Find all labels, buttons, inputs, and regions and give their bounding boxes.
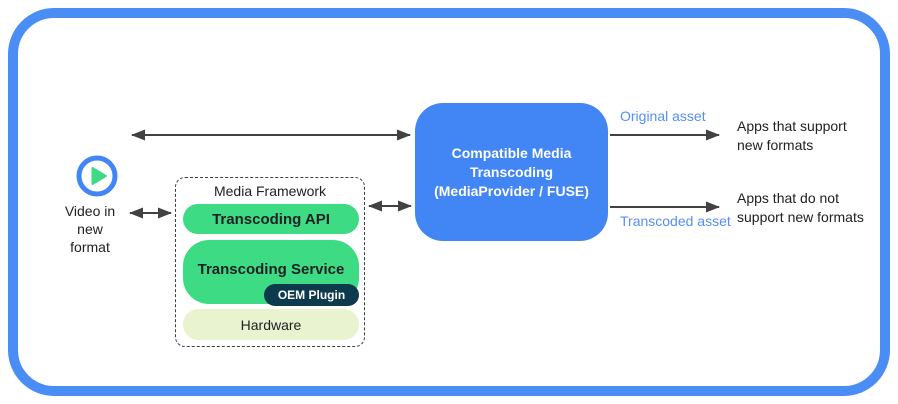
- hardware-label: Hardware: [240, 316, 302, 333]
- oem-plugin-label: OEM Plugin: [277, 288, 346, 302]
- transcoded-asset-label: Transcoded asset: [620, 213, 731, 229]
- apps-support-text: Apps that support new formats: [737, 118, 847, 153]
- apps-no-support-text: Apps that do not support new formats: [737, 190, 864, 225]
- transcoder-box: Compatible Media Transcoding (MediaProvi…: [415, 103, 608, 241]
- play-icon: [76, 155, 118, 197]
- source-label: Video in new format: [64, 203, 116, 255]
- transcoding-service-pill: Transcoding Service OEM Plugin: [183, 240, 359, 306]
- media-framework-title: Media Framework: [213, 183, 327, 199]
- transcoding-service-label: Transcoding Service: [197, 260, 345, 278]
- transcoder-title: Compatible Media Transcoding (MediaProvi…: [434, 144, 589, 199]
- oem-plugin-pill: OEM Plugin: [264, 284, 359, 306]
- original-asset-label: Original asset: [620, 108, 706, 124]
- transcoding-api-label: Transcoding API: [212, 210, 330, 228]
- outer-frame: [8, 8, 890, 396]
- transcoding-api-pill: Transcoding API: [183, 204, 359, 234]
- media-framework-box: Media Framework Transcoding API Transcod…: [175, 177, 365, 347]
- hardware-pill: Hardware: [183, 309, 359, 340]
